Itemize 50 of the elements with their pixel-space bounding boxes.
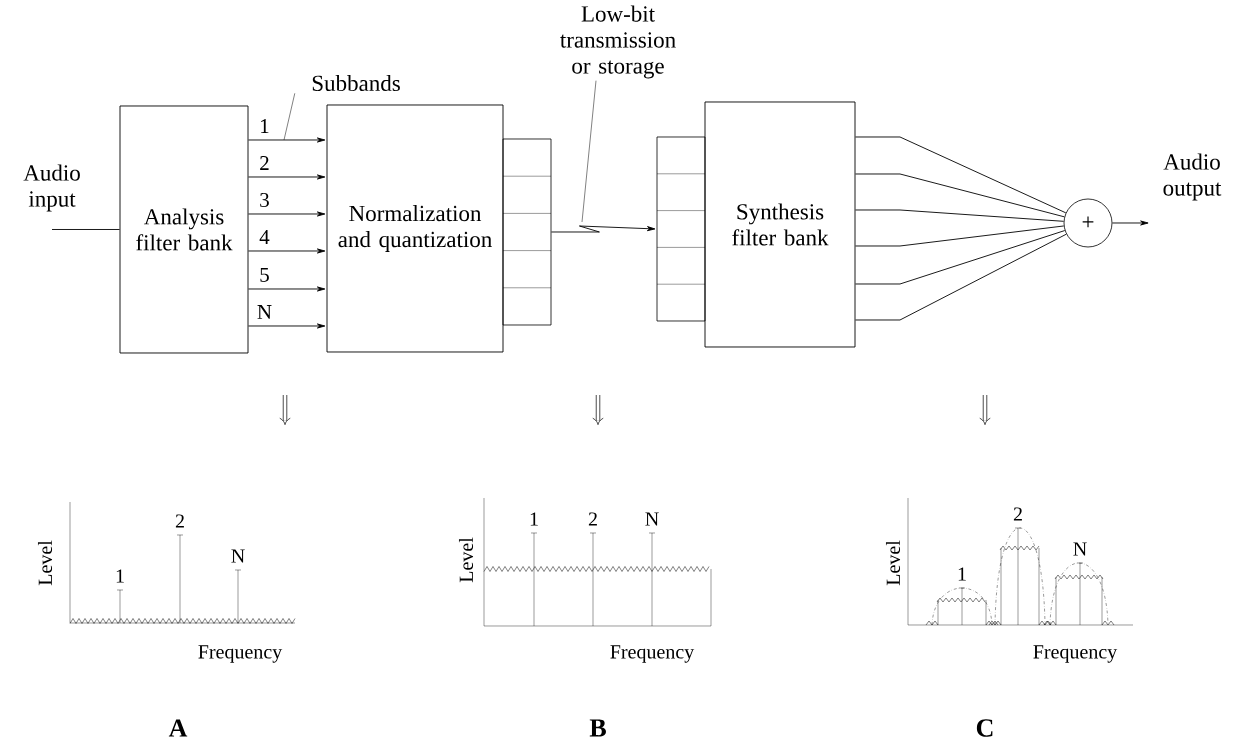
edge-label: 3: [258, 191, 271, 209]
panel-letter: A: [168, 719, 188, 737]
label-text: Audio input: [23, 164, 80, 212]
arrow: [248, 248, 326, 254]
register-box: [502, 138, 552, 326]
edge-label: 2: [258, 155, 271, 171]
peak-label: N: [645, 512, 659, 526]
register-box: [656, 136, 706, 322]
arrow: [1111, 220, 1149, 226]
line: [51, 229, 120, 230]
edge-label: 4: [258, 229, 271, 245]
line: [855, 136, 1067, 214]
panel-letter: C: [976, 719, 993, 737]
arrow: [248, 211, 326, 217]
label-text: Audio output: [1163, 153, 1222, 201]
line: [855, 230, 1066, 285]
peak-label: 2: [1013, 507, 1022, 521]
peak-label: 2: [175, 514, 184, 528]
label-text: Subbands: [312, 74, 400, 92]
arrow: [248, 323, 326, 329]
process-box: Synthesis filter bank: [704, 101, 856, 348]
line: [855, 233, 1067, 321]
arrow: [550, 225, 656, 233]
peak-label: 1: [116, 569, 124, 583]
axis-label: Level: [458, 537, 474, 583]
label-text: Low-bit transmission or storage: [560, 5, 676, 79]
arrow: [248, 174, 326, 180]
panel-letter: B: [589, 719, 606, 737]
line: [855, 173, 1065, 218]
axis-label: Frequency: [610, 645, 695, 663]
process-box: Analysis filter bank: [119, 105, 249, 354]
peak-label: 1: [530, 512, 538, 526]
edge-label: 1: [258, 118, 271, 134]
arrow: [248, 286, 326, 292]
edge-label: N: [255, 304, 274, 320]
peak-label: 2: [588, 512, 597, 526]
axis-label: Level: [37, 540, 53, 586]
axis-label: Level: [885, 540, 901, 586]
leader-line: [581, 80, 597, 223]
peak-label: N: [1073, 542, 1087, 556]
peak-label: N: [231, 549, 245, 563]
line: [855, 209, 1065, 222]
edge-label: 5: [258, 267, 271, 283]
line: [855, 225, 1065, 247]
peak-label: 1: [958, 567, 966, 581]
axis-label: Frequency: [198, 645, 283, 663]
leader-line: [283, 93, 296, 141]
axis-label: Frequency: [1033, 645, 1118, 663]
arrow: [248, 137, 326, 143]
process-box: Normalization and quantization: [326, 104, 504, 353]
